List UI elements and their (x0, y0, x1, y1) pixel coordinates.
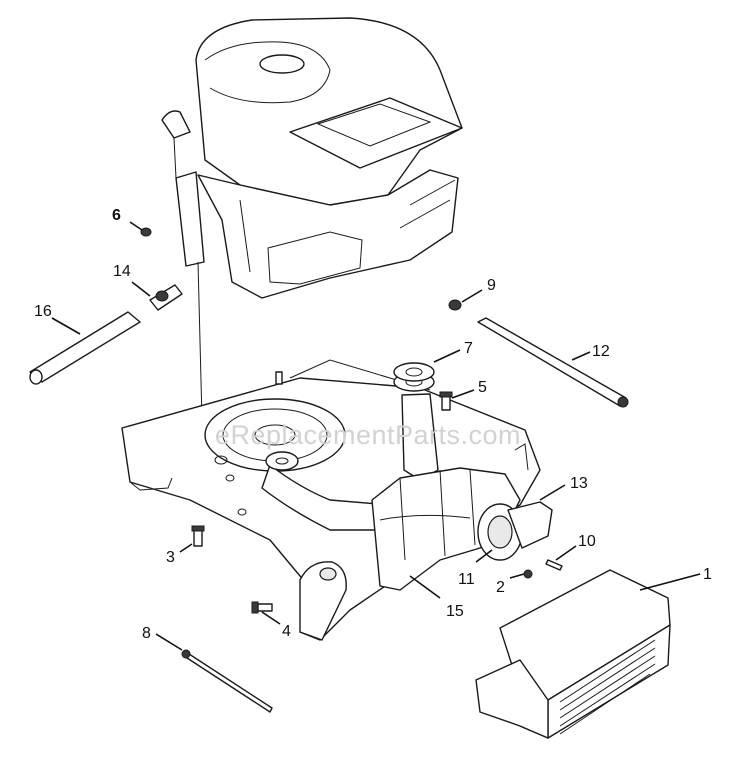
callout-9: 9 (487, 277, 496, 294)
callout-4: 4 (282, 623, 291, 640)
callout-14: 14 (113, 263, 131, 280)
engine-assembly (161, 17, 463, 299)
cable-tie-8 (181, 649, 273, 713)
exhaust-pipe-right (393, 372, 439, 481)
callout-11: 11 (458, 571, 475, 588)
muffler-heat-shield-end (477, 501, 553, 561)
chassis-frame (121, 261, 541, 641)
callout-13: 13 (570, 475, 588, 492)
nut-6 (140, 227, 152, 237)
callout-labels: 1 2 3 4 5 6 7 8 9 10 11 12 13 14 15 16 (34, 207, 712, 642)
bolt-5 (439, 391, 453, 411)
callout-10: 10 (578, 533, 596, 550)
tube-16 (29, 311, 141, 385)
callout-1: 1 (703, 566, 712, 583)
bolt-10 (545, 559, 563, 571)
bolt-4 (251, 601, 273, 614)
callout-2: 2 (496, 579, 505, 596)
heat-shield (475, 569, 671, 739)
callout-15: 15 (446, 603, 464, 620)
gasket-7 (393, 362, 435, 382)
rod-12 (477, 317, 629, 408)
nut-9 (448, 299, 462, 311)
callout-5: 5 (478, 379, 487, 396)
callout-12: 12 (592, 343, 610, 360)
callout-leaders (51, 221, 701, 651)
callout-8: 8 (142, 625, 151, 642)
bolt-3 (191, 525, 205, 547)
callout-6: 6 (112, 207, 121, 224)
callout-16: 16 (34, 303, 52, 320)
callout-7: 7 (464, 340, 473, 357)
nut-2 (523, 569, 533, 579)
watermark: eReplacementParts.com (215, 420, 521, 450)
fitting-14 (149, 284, 183, 311)
callout-3: 3 (166, 549, 175, 566)
